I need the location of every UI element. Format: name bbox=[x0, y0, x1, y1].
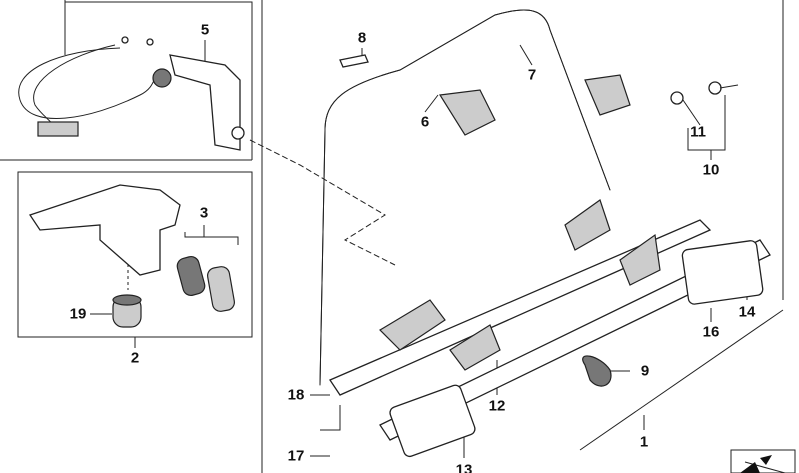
callout-12[interactable]: 12 bbox=[488, 397, 506, 415]
callout-11[interactable]: 11 bbox=[690, 123, 706, 141]
callout-18[interactable]: 17 bbox=[287, 447, 305, 465]
callout-2[interactable]: 2 bbox=[130, 349, 140, 367]
callout-17[interactable]: 18 bbox=[287, 386, 305, 404]
callout-7[interactable]: 7 bbox=[527, 66, 537, 84]
bike-carrier-part bbox=[319, 9, 771, 458]
callout-8[interactable]: 8 bbox=[357, 29, 367, 47]
callout-14[interactable]: 14 bbox=[738, 303, 756, 321]
callout-10[interactable]: 10 bbox=[702, 161, 720, 179]
bracket-part bbox=[169, 54, 245, 151]
wiring-harness-part bbox=[18, 36, 172, 137]
callout-9[interactable]: 9 bbox=[640, 362, 650, 380]
callout-1[interactable]: 1 bbox=[639, 433, 649, 451]
arrow-nav-icon[interactable] bbox=[730, 449, 796, 473]
callout-3[interactable]: 3 bbox=[199, 204, 209, 222]
mounting-plate-part bbox=[28, 184, 235, 328]
callout-19[interactable]: 19 bbox=[69, 305, 87, 323]
callout-5[interactable]: 5 bbox=[200, 21, 210, 39]
callout-16[interactable]: 16 bbox=[702, 323, 720, 341]
callout-6[interactable]: 6 bbox=[420, 113, 430, 131]
callout-13[interactable]: 13 bbox=[455, 461, 473, 473]
